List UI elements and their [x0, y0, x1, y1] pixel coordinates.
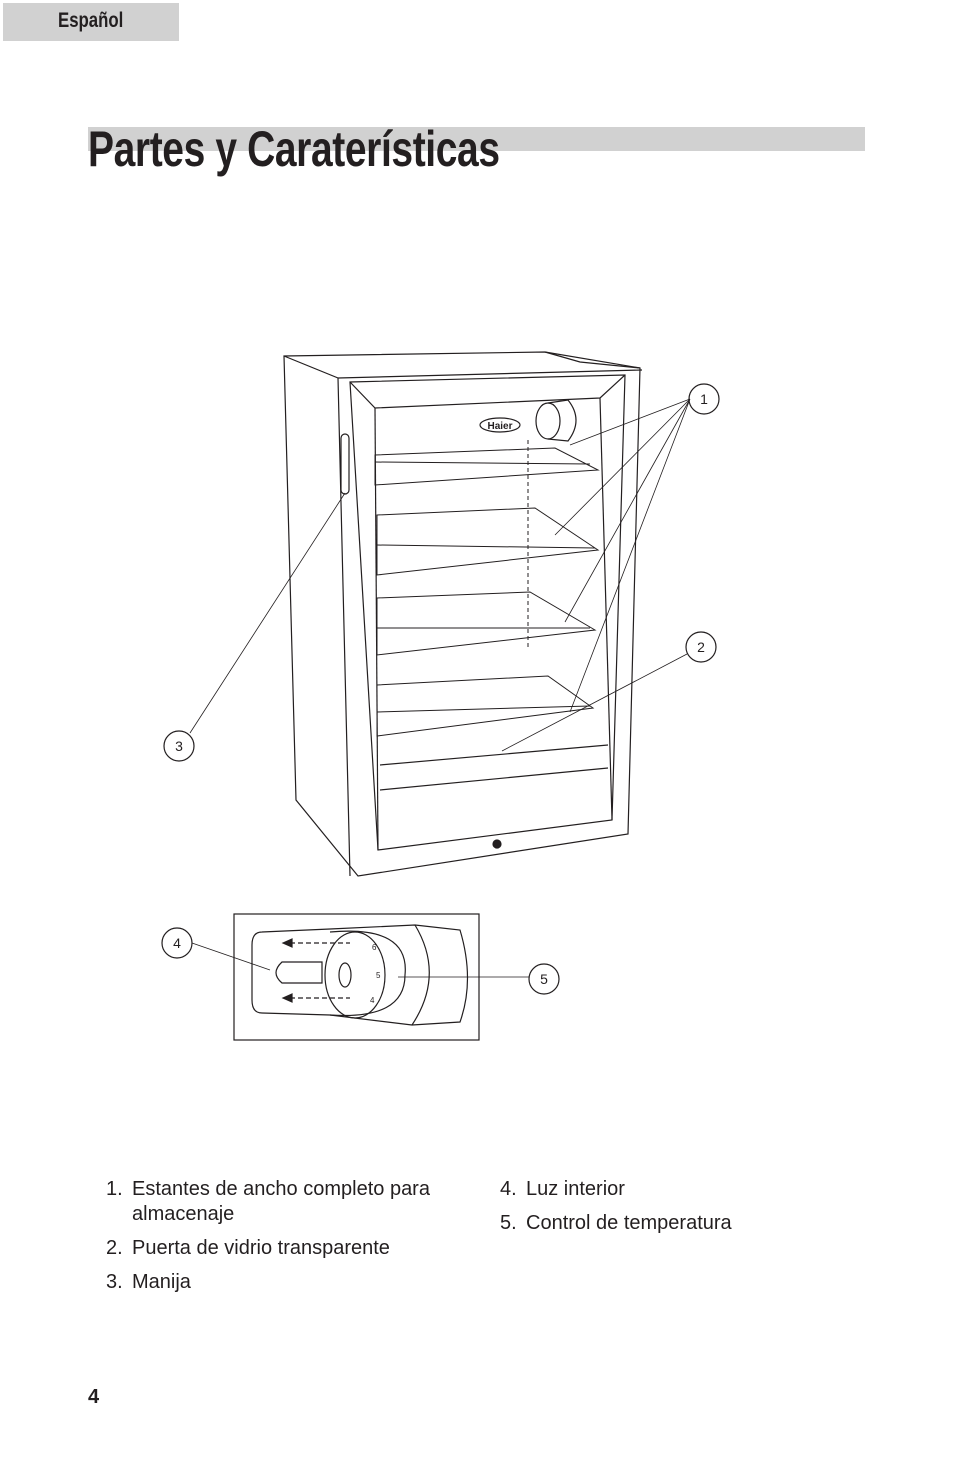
- legend-number: 2.: [106, 1237, 123, 1259]
- thermostat-dial: [535, 399, 577, 442]
- svg-text:2: 2: [697, 639, 705, 655]
- legend-item: 4. Luz interior: [500, 1177, 830, 1202]
- haier-logo: Haier: [479, 417, 521, 433]
- svg-text:4: 4: [370, 996, 375, 1005]
- light-control-inset: 6 5 4: [191, 913, 529, 1041]
- svg-text:4: 4: [173, 935, 181, 951]
- legend-text: Luz interior: [526, 1178, 625, 1200]
- legend-text: Estantes de ancho completo para almacena…: [132, 1178, 430, 1225]
- legend-item: 1. Estantes de ancho completo para almace…: [106, 1177, 476, 1227]
- svg-text:3: 3: [175, 738, 183, 754]
- legend-number: 5.: [500, 1212, 517, 1234]
- page-number: 4: [88, 1386, 100, 1408]
- callout-3: 3: [163, 730, 195, 762]
- title-bar: [88, 127, 865, 151]
- legend-number: 4.: [500, 1178, 517, 1200]
- wire-shelves: [374, 440, 600, 737]
- legend-text: Control de temperatura: [526, 1212, 732, 1234]
- svg-text:5: 5: [540, 971, 548, 987]
- door-lock-icon: [492, 839, 502, 849]
- language-label: Español: [58, 9, 124, 32]
- svg-text:6: 6: [372, 943, 377, 952]
- parts-legend-column-1: 1. Estantes de ancho completo para almace…: [106, 1177, 476, 1304]
- svg-text:1: 1: [700, 391, 708, 407]
- door-handle: [340, 433, 350, 495]
- svg-text:5: 5: [376, 971, 381, 980]
- legend-text: Puerta de vidrio transparente: [132, 1237, 390, 1259]
- cabinet-outline: [283, 351, 643, 877]
- legend-item: 2. Puerta de vidrio transparente: [106, 1236, 476, 1261]
- legend-item: 5. Control de temperatura: [500, 1211, 830, 1236]
- language-tab: Español: [3, 3, 179, 41]
- callout-4: 4: [161, 927, 193, 959]
- page-title: Partes y Caraterísticas: [88, 121, 500, 177]
- svg-text:Haier: Haier: [487, 421, 512, 432]
- legend-number: 3.: [106, 1271, 123, 1293]
- callout-5: 5: [528, 963, 560, 995]
- legend-item: 3. Manija: [106, 1270, 476, 1295]
- leader-lines: [189, 398, 691, 752]
- callout-2: 2: [685, 631, 717, 663]
- legend-text: Manija: [132, 1271, 191, 1293]
- parts-legend-column-2: 4. Luz interior 5. Control de temperatura: [500, 1177, 830, 1245]
- interior-light-icon: [275, 961, 323, 984]
- legend-number: 1.: [106, 1178, 123, 1200]
- callout-1: 1: [688, 383, 720, 415]
